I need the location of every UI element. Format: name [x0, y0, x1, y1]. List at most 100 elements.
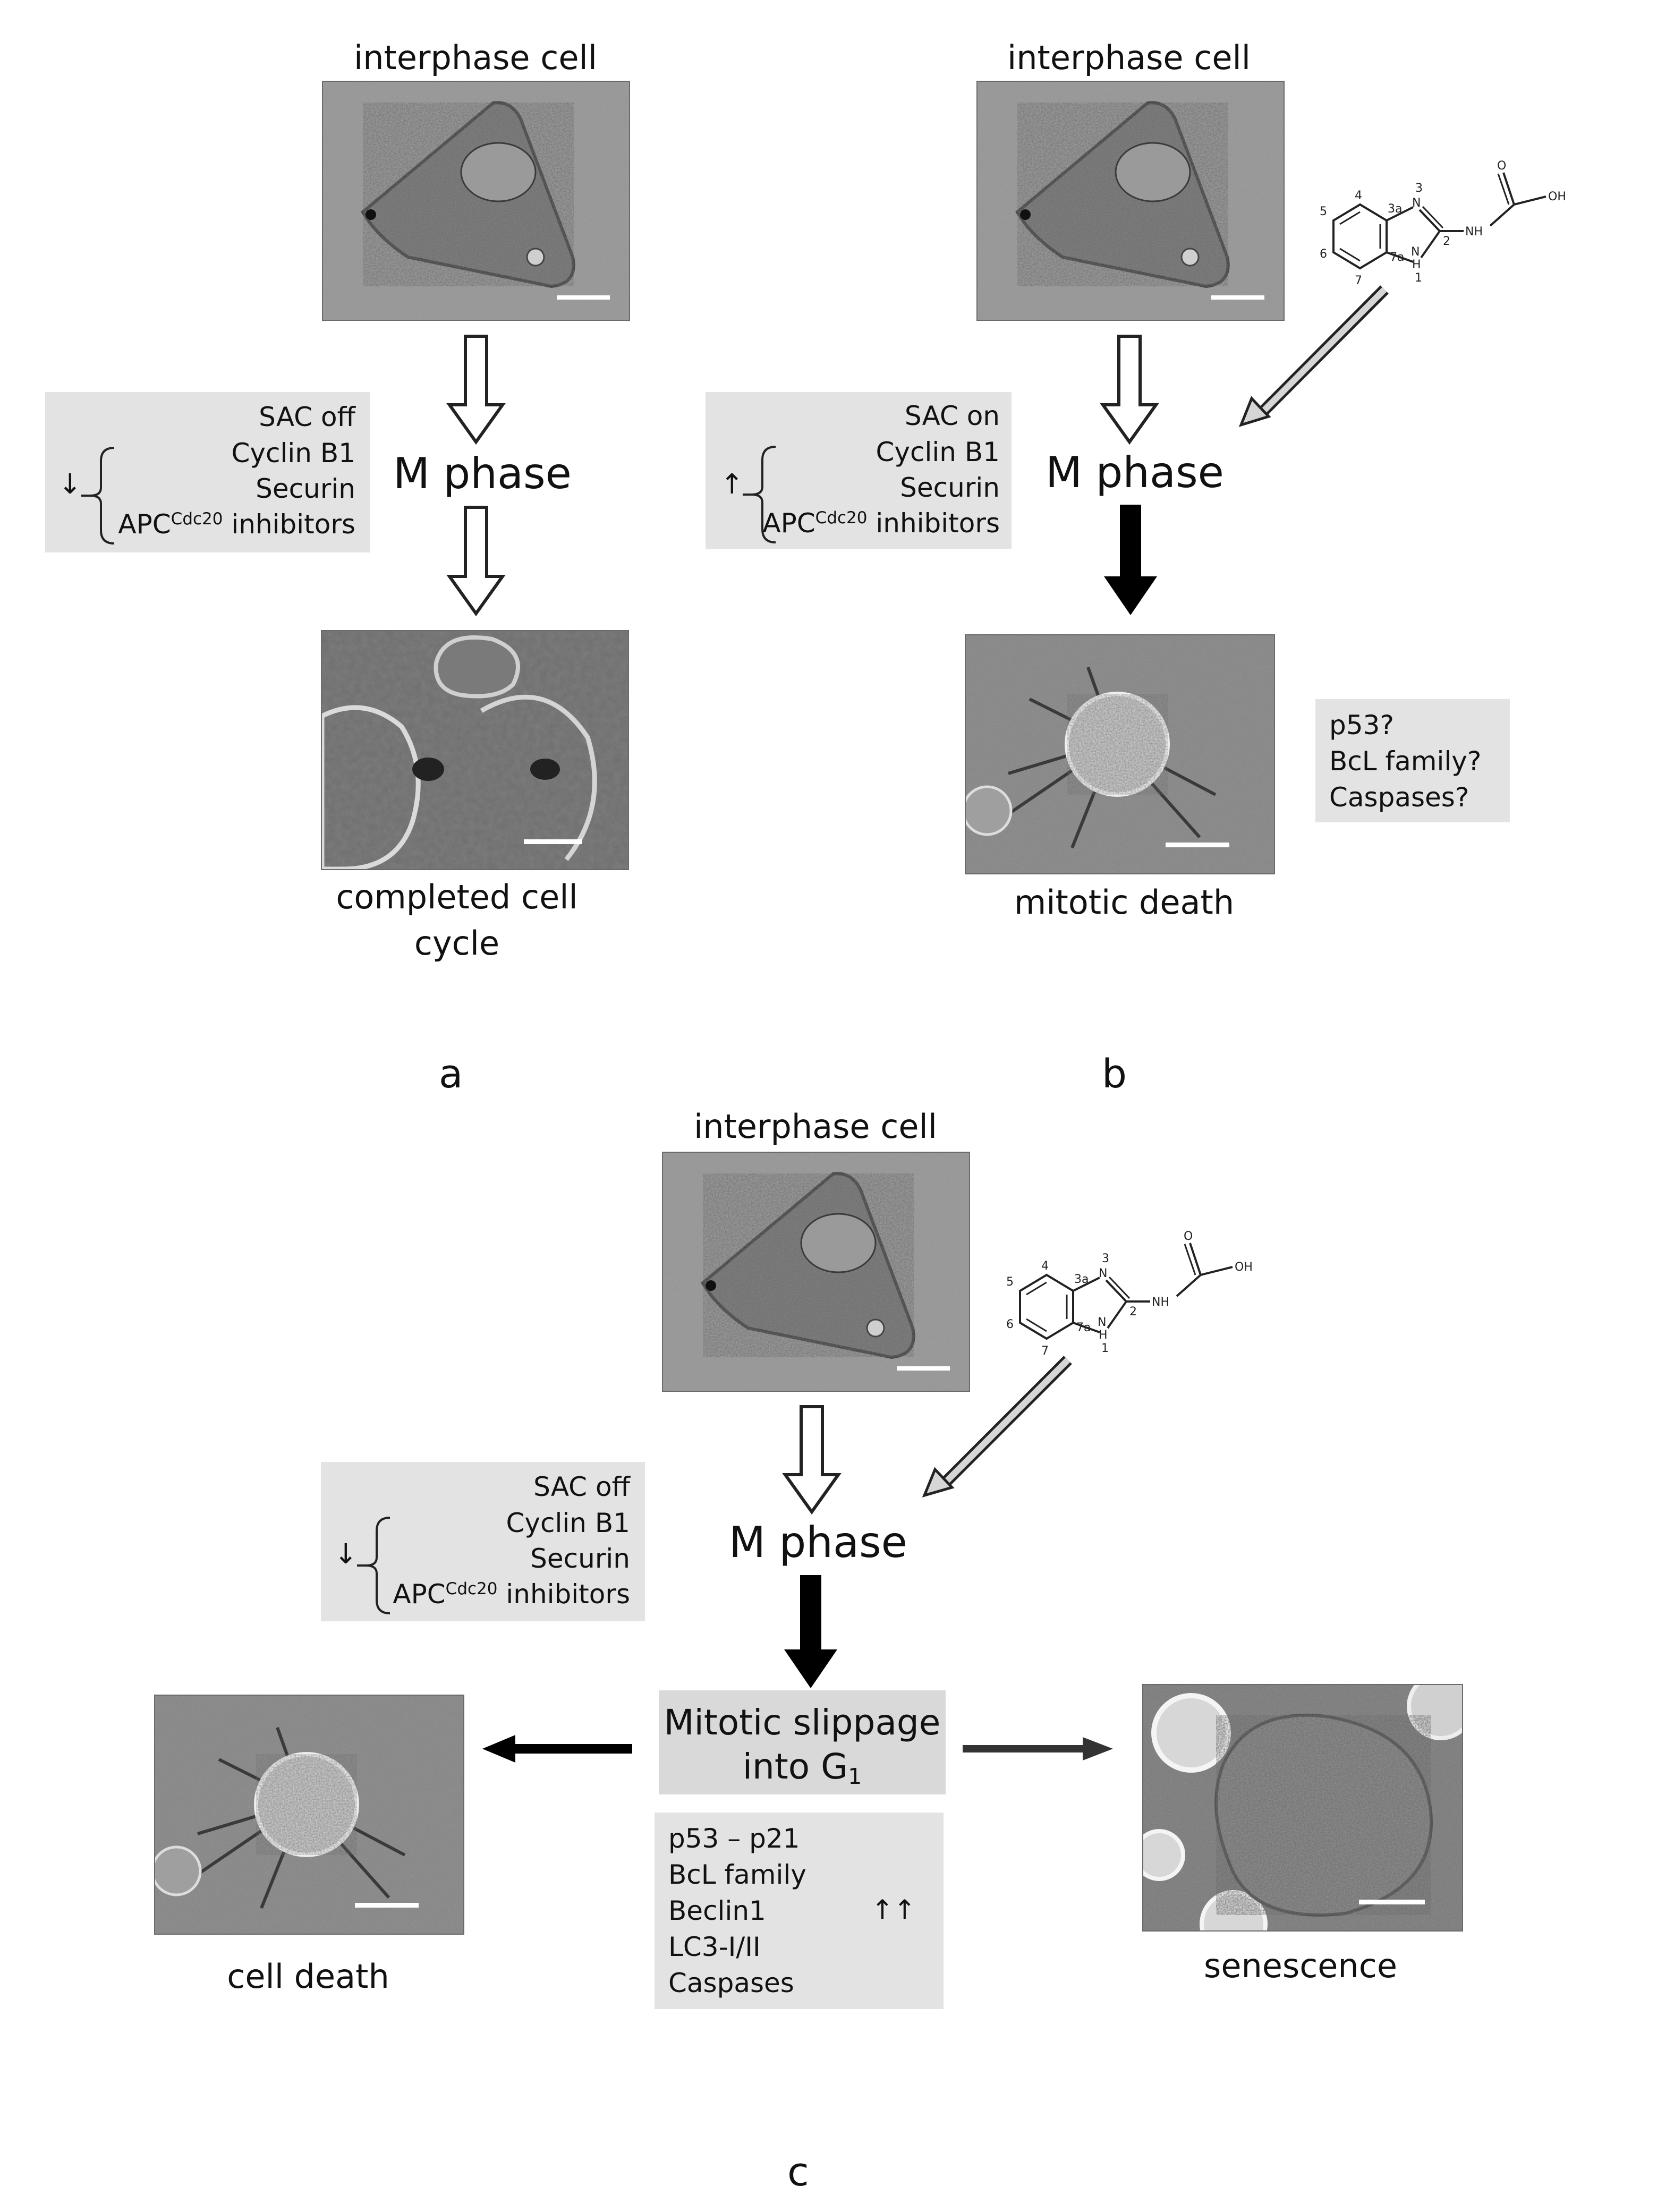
apc-rest-b: inhibitors	[867, 508, 1000, 539]
m-phase-label-a: M phase	[393, 449, 572, 498]
senescence-label: senescence	[1204, 1946, 1397, 1985]
mol-c-pos2: 2	[1129, 1305, 1137, 1318]
mol-b-n3: N	[1412, 197, 1421, 210]
mol-c-h: H	[1099, 1329, 1108, 1342]
panel-letter-a: a	[439, 1051, 463, 1097]
apc-sup-a: Cdc20	[171, 509, 223, 529]
cyclin-b1-b: Cyclin B1	[876, 437, 1000, 467]
mol-c-n3: N	[1099, 1267, 1107, 1280]
direction-arrow-c: ↓	[334, 1538, 358, 1570]
interphase-label-a: interphase cell	[354, 38, 597, 77]
regulator-box-b: SAC on Cyclin B1 Securin APCCdc20 inhibi…	[706, 392, 1012, 549]
apc-base-b: APC	[762, 508, 815, 539]
mol-c-oh: OH	[1235, 1261, 1253, 1274]
securin-c: Securin	[530, 1543, 630, 1574]
securin-a: Securin	[256, 473, 355, 504]
mol-b-pos1: 1	[1415, 271, 1422, 285]
interphase-label-b: interphase cell	[1007, 38, 1251, 77]
apc-sup-b: Cdc20	[815, 508, 868, 528]
panel-letter-c: c	[787, 2149, 809, 2195]
mol-b-pos7: 7	[1355, 274, 1362, 287]
mol-c-o: O	[1184, 1230, 1193, 1243]
mol-b-pos2: 2	[1443, 235, 1450, 248]
p53-p21: p53 – p21	[668, 1823, 800, 1854]
p53-question: p53?	[1329, 710, 1394, 741]
brace-a	[81, 447, 115, 545]
bcl-family-question: BcL family?	[1329, 746, 1482, 777]
mol-c-pos7a: 7a	[1076, 1321, 1091, 1334]
apc-rest-c: inhibitors	[497, 1579, 630, 1610]
interphase-cell-image-a	[322, 81, 630, 321]
mol-c-pos4: 4	[1041, 1260, 1049, 1273]
mol-c-pos3a: 3a	[1074, 1273, 1089, 1286]
mol-b-n1: N	[1411, 245, 1420, 259]
apc-base-c: APC	[393, 1579, 446, 1610]
benzimidazole-carbamate-structure-c: N NH N H O OH 1 2 3 3a 4 5 6 7 7a	[1006, 1230, 1253, 1358]
mol-b-pos7a: 7a	[1390, 251, 1404, 264]
mitotic-death-label: mitotic death	[1014, 883, 1235, 922]
mol-b-nh: NH	[1465, 225, 1483, 239]
bcl-family: BcL family	[668, 1859, 806, 1890]
regulator-box-a: SAC off Cyclin B1 Securin APCCdc20 inhib…	[45, 392, 370, 552]
mol-c-pos6: 6	[1006, 1318, 1014, 1331]
mol-c-n1: N	[1098, 1316, 1106, 1329]
securin-b: Securin	[900, 472, 1000, 503]
caspases: Caspases	[668, 1968, 794, 1998]
completed-label-line2: cycle	[414, 924, 500, 963]
cell-death-label: cell death	[227, 1957, 389, 1996]
apc-base-a: APC	[118, 509, 171, 540]
sac-status-c: SAC off	[533, 1471, 630, 1502]
mol-b-h: H	[1412, 258, 1421, 271]
mol-c-nh: NH	[1152, 1296, 1169, 1309]
interphase-label-c: interphase cell	[694, 1107, 937, 1146]
panel-letter-b: b	[1102, 1051, 1127, 1097]
mol-c-pos5: 5	[1006, 1275, 1014, 1289]
cyclin-b1-c: Cyclin B1	[506, 1508, 630, 1538]
mitotic-slippage-box: Mitotic slippage into G1	[659, 1690, 946, 1794]
mol-c-pos7: 7	[1041, 1345, 1049, 1358]
mol-b-pos3a: 3a	[1388, 202, 1402, 216]
apc-inhibitors-c: APCCdc20 inhibitors	[393, 1579, 630, 1610]
mol-c-pos1: 1	[1101, 1342, 1109, 1355]
completed-cycle-image	[321, 630, 629, 870]
slippage-factors-box: p53 – p21 BcL family Beclin1 LC3-I/II Ca…	[655, 1813, 944, 2009]
interphase-cell-image-b	[976, 81, 1285, 321]
senescence-image	[1142, 1684, 1463, 1932]
slippage-g-base: into G	[742, 1746, 848, 1787]
completed-label-line1: completed cell	[336, 878, 578, 916]
brace-c	[357, 1517, 390, 1614]
mol-b-pos5: 5	[1320, 205, 1327, 218]
interphase-cell-image-c	[662, 1152, 970, 1392]
apc-sup-c: Cdc20	[445, 1579, 498, 1598]
m-phase-label-c: M phase	[729, 1518, 907, 1567]
mol-b-o: O	[1497, 159, 1506, 173]
sac-status-b: SAC on	[904, 401, 1000, 431]
mol-b-oh: OH	[1548, 190, 1566, 203]
cell-death-image	[154, 1695, 464, 1935]
slippage-line2: into G1	[659, 1745, 946, 1789]
caspases-question: Caspases?	[1329, 782, 1469, 813]
beclin1: Beclin1	[668, 1895, 766, 1926]
mol-b-pos4: 4	[1355, 189, 1362, 202]
brace-b	[743, 446, 776, 543]
apc-inhibitors-a: APCCdc20 inhibitors	[118, 511, 355, 538]
apc-rest-a: inhibitors	[223, 509, 355, 540]
double-up-arrows: ↑↑	[871, 1894, 916, 1925]
direction-arrow-a: ↓	[58, 469, 82, 500]
mol-c-pos3: 3	[1102, 1252, 1109, 1265]
apc-inhibitors-b: APCCdc20 inhibitors	[762, 508, 1000, 539]
sac-status-a: SAC off	[259, 402, 355, 432]
regulator-box-c: SAC off Cyclin B1 Securin APCCdc20 inhib…	[321, 1462, 645, 1621]
mitotic-death-factors-box: p53? BcL family? Caspases?	[1315, 699, 1510, 822]
direction-arrow-b: ↑	[720, 469, 744, 500]
slippage-line1: Mitotic slippage	[664, 1702, 941, 1743]
benzimidazole-carbamate-structure-b: N NH N H O OH 1 2 3 3a 4 5 6 7 7a	[1320, 159, 1566, 287]
lc3: LC3-I/II	[668, 1932, 761, 1962]
mol-b-pos6: 6	[1320, 248, 1327, 261]
m-phase-label-b: M phase	[1046, 448, 1224, 497]
cyclin-b1-a: Cyclin B1	[231, 438, 355, 469]
slippage-g-sub: 1	[848, 1763, 862, 1789]
mitotic-death-image	[965, 634, 1275, 874]
mol-b-pos3: 3	[1415, 182, 1423, 195]
